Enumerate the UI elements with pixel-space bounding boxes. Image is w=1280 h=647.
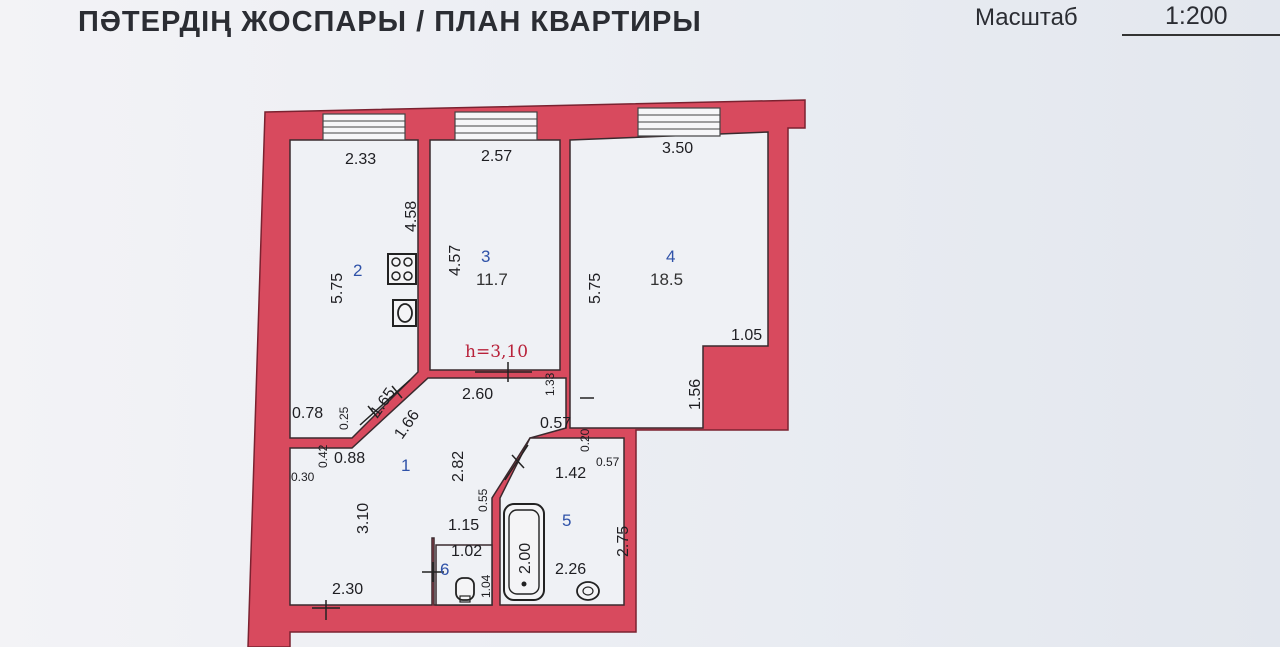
dim-label: 0.20	[578, 428, 592, 452]
stove-icon	[387, 253, 417, 285]
room-2-number: 2	[353, 261, 362, 280]
scale-label: Масштаб	[975, 4, 1078, 31]
dim-label: 1.04	[479, 574, 493, 598]
scale-value: 1:200	[1165, 2, 1228, 30]
room-5-number: 5	[562, 511, 571, 530]
dim-label: 2.00	[517, 543, 534, 574]
dim-label: 2.30	[332, 581, 363, 598]
scale-underline	[1122, 34, 1280, 36]
fixtures	[387, 253, 600, 603]
room-6-number: 6	[440, 560, 449, 579]
room-3-area: 11.7	[476, 270, 508, 289]
dim-label: 4.58	[403, 201, 420, 232]
dim-label: 2.60	[462, 386, 493, 403]
dim-label: 2.26	[555, 561, 586, 578]
ceiling-height: h=3,10	[465, 342, 528, 362]
dim-label: 1.05	[731, 327, 762, 344]
bathtub-icon	[503, 503, 545, 601]
window-room-2	[322, 113, 406, 141]
window-room-4	[637, 107, 721, 137]
page-title: ПӘТЕРДІҢ ЖОСПАРЫ / ПЛАН КВАРТИРЫ	[78, 6, 702, 38]
dim-label: 0.57	[540, 415, 571, 432]
dim-label: 3.50	[662, 140, 693, 157]
room-4-floor	[569, 131, 769, 429]
dim-label: 1.02	[451, 543, 482, 560]
room-6-floor	[435, 544, 493, 606]
dim-label: 0.42	[316, 444, 330, 468]
dim-label: 0.88	[334, 450, 365, 467]
dim-label: 5.75	[329, 273, 346, 304]
dim-label: 0.55	[476, 488, 490, 512]
doors	[312, 362, 594, 620]
dim-label: 0.78	[292, 405, 323, 422]
dim-label: 0.57	[596, 455, 620, 469]
dim-label: 2.57	[481, 148, 512, 165]
washbasin-icon	[576, 581, 600, 601]
dim-label: 0.25	[337, 406, 351, 430]
dim-label: 5.75	[587, 273, 604, 304]
dim-label: 4.57	[447, 245, 464, 276]
room-labels: 2 3 11.7 4 18.5 1 5 6 h=3,10	[353, 247, 683, 579]
dim-label: 1.33	[543, 372, 557, 396]
window-room-3	[454, 111, 538, 141]
dim-label: 2.82	[450, 451, 467, 482]
windows	[322, 107, 721, 141]
room-4-area: 18.5	[650, 270, 683, 289]
dim-label: 1.15	[448, 517, 479, 534]
dim-label: 1.42	[555, 465, 586, 482]
room-3-number: 3	[481, 247, 490, 266]
dim-label: 2.75	[615, 526, 632, 557]
toilet-icon	[455, 577, 475, 603]
dim-label: 1.56	[687, 379, 704, 410]
dim-label: 0.30	[291, 470, 315, 484]
room-4-number: 4	[666, 247, 675, 266]
dim-label: 3.10	[355, 503, 372, 534]
sink-icon	[392, 299, 417, 327]
room-1-number: 1	[401, 456, 410, 475]
rooms	[289, 131, 769, 606]
dim-label: 2.33	[345, 151, 376, 168]
